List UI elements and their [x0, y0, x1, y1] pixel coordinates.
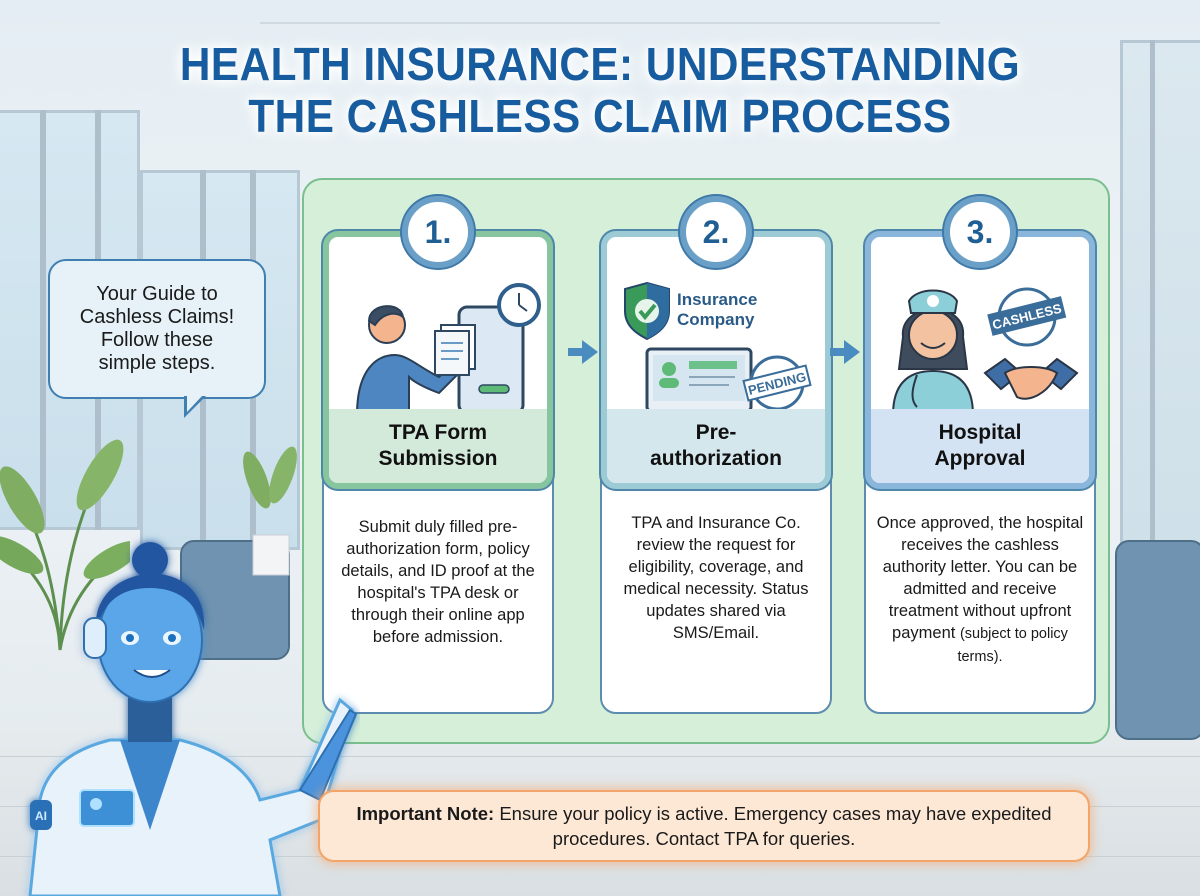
insurance-review-icon: Insurance Company PENDING [624, 281, 812, 413]
step-description: Submit duly filled pre-authorization for… [341, 518, 535, 646]
important-note: Important Note: Ensure your policy is ac… [318, 790, 1090, 862]
ceiling-line [260, 22, 940, 24]
logo-text: Insurance [677, 290, 757, 309]
step-card-3: CASHLESS Hospital Approval 3. Once appro… [863, 196, 1097, 714]
bubble-line-1: Your Guide to [96, 283, 218, 305]
step-number-badge: 2. [680, 196, 752, 268]
note-text: Ensure your policy is active. Emergency … [494, 803, 1052, 849]
guide-speech-bubble: Your Guide to Cashless Claims! Follow th… [48, 259, 266, 399]
step-title: Pre- authorization [607, 409, 825, 483]
step-card-header: TPA Form Submission [321, 229, 555, 491]
window-mullion [40, 110, 46, 530]
step-description: Once approved, the hospital receives the… [874, 512, 1086, 668]
bubble-line-4: simple steps. [98, 352, 216, 374]
ai-badge-text: AI [35, 809, 47, 823]
step-number-badge: 1. [402, 196, 474, 268]
window-mullion [1150, 40, 1155, 560]
lounge-chair [1115, 540, 1200, 740]
step-title: Hospital Approval [871, 409, 1089, 483]
arrow-right-icon [830, 340, 860, 364]
step-description-footnote: (subject to policy terms). [957, 626, 1068, 665]
plant-icon [0, 439, 130, 651]
step-title: TPA Form Submission [329, 409, 547, 483]
step-card-2: Insurance Company PENDING Pre- authoriza… [599, 196, 833, 714]
step-title-line-1: TPA Form [389, 421, 487, 444]
step-title-line-1: Hospital [938, 421, 1022, 444]
step-card-1: TPA Form Submission 1. Submit duly fille… [321, 196, 555, 714]
plant-icon [243, 446, 297, 576]
step-description: TPA and Insurance Co. review the request… [623, 514, 809, 642]
step-description-main: Once approved, the hospital receives the… [876, 514, 1084, 642]
nurse-handshake-icon: CASHLESS [891, 287, 1079, 416]
arrow-right-icon [568, 340, 598, 364]
svg-text:Company: Company [677, 310, 755, 329]
step-card-header: CASHLESS Hospital Approval [863, 229, 1097, 491]
step-title-line-2: authorization [650, 447, 782, 470]
note-label: Important Note: [356, 803, 495, 824]
title-line-1: HEALTH INSURANCE: UNDERSTANDING [179, 38, 1021, 90]
bubble-line-2: Cashless Claims! [79, 306, 235, 328]
person-submitting-documents-icon [355, 283, 541, 416]
speech-bubble-tail-inner [187, 395, 203, 412]
bubble-line-3: Follow these [100, 329, 214, 351]
page-title: HEALTH INSURANCE: UNDERSTANDING THE CASH… [48, 38, 1152, 142]
ai-assistant-avatar: AI [28, 542, 358, 896]
step-title-line-2: Approval [934, 447, 1026, 470]
step-title-line-2: Submission [378, 447, 498, 470]
step-card-header: Insurance Company PENDING Pre- authoriza… [599, 229, 833, 491]
step-number-badge: 3. [944, 196, 1016, 268]
title-line-2: THE CASHLESS CLAIM PROCESS [248, 90, 952, 142]
window-right [1120, 40, 1200, 560]
step-title-line-1: Pre- [695, 421, 737, 444]
